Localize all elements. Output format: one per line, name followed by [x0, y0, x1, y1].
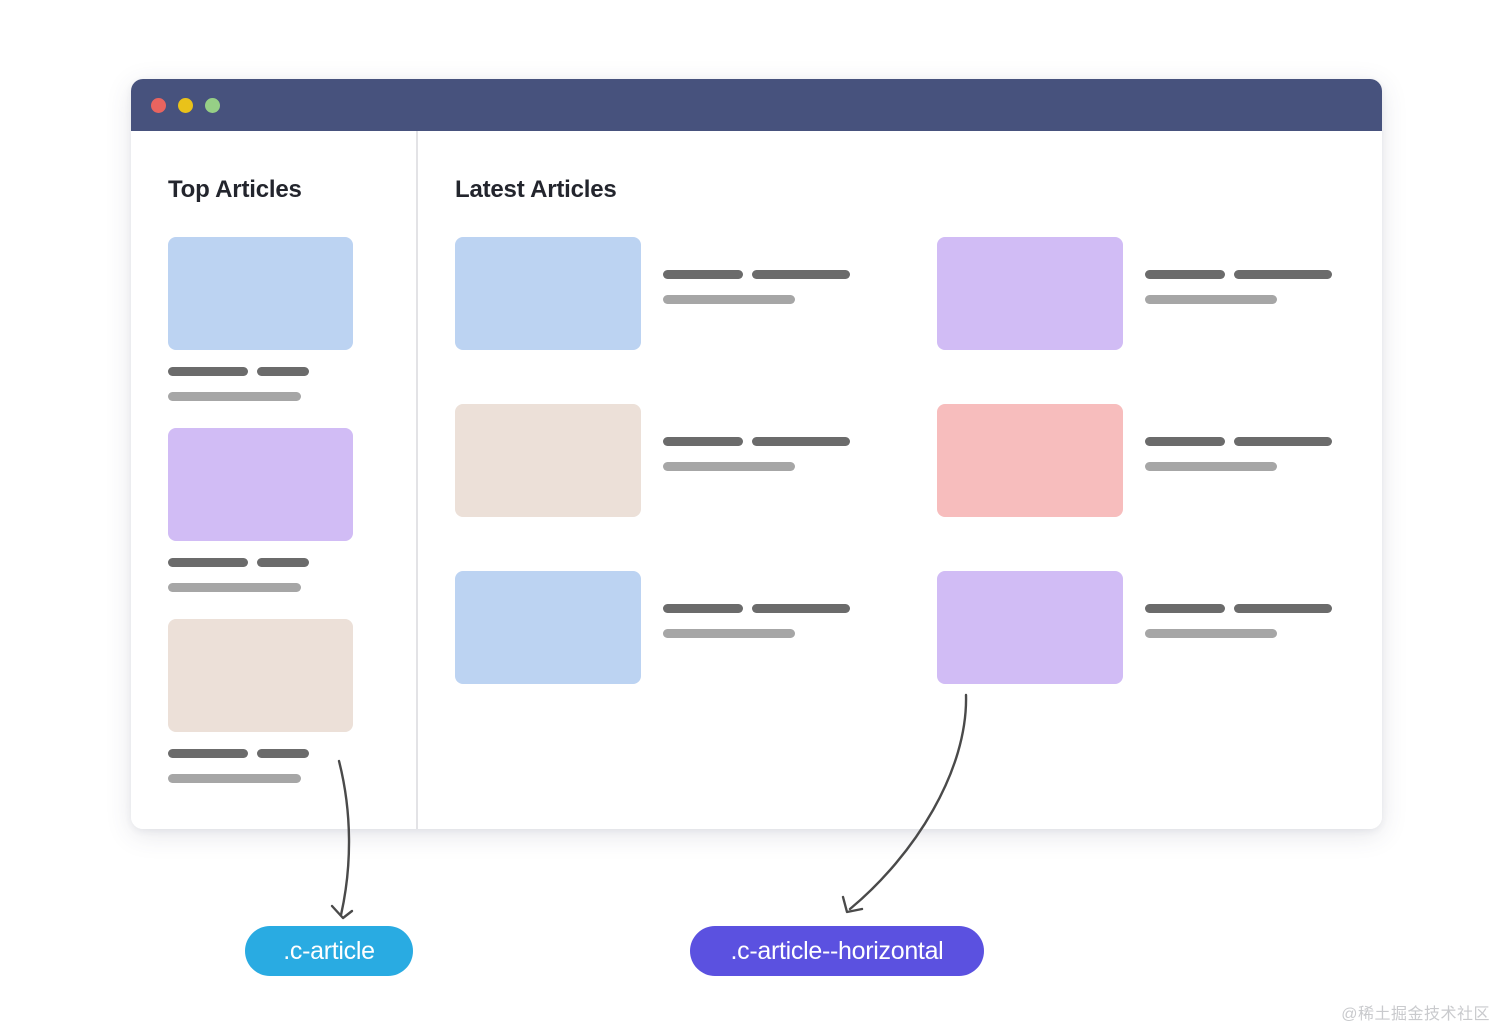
- article-thumbnail: [937, 571, 1123, 684]
- skeleton-line-row: [1145, 437, 1332, 446]
- skeleton-bar: [168, 392, 301, 401]
- skeleton-bar: [663, 462, 795, 471]
- skeleton-line-row: [663, 604, 850, 613]
- skeleton-bar: [257, 558, 309, 567]
- article-card-vertical[interactable]: [168, 428, 416, 592]
- article-card-vertical[interactable]: [168, 619, 416, 783]
- article-thumbnail: [455, 237, 641, 350]
- article-card-horizontal[interactable]: [937, 571, 1382, 684]
- skeleton-line-row: [1145, 270, 1332, 279]
- window-body: Top Articles: [131, 131, 1382, 829]
- skeleton-bar: [1145, 629, 1277, 638]
- skeleton-bar: [1234, 437, 1332, 446]
- article-thumbnail: [937, 237, 1123, 350]
- skeleton-bar: [752, 604, 850, 613]
- article-thumbnail: [168, 428, 353, 541]
- article-card-horizontal[interactable]: [455, 571, 937, 684]
- article-thumbnail: [937, 404, 1123, 517]
- article-card-horizontal[interactable]: [937, 404, 1382, 517]
- latest-articles-heading: Latest Articles: [455, 176, 617, 203]
- skeleton-bar: [257, 367, 309, 376]
- article-card-vertical[interactable]: [168, 237, 416, 401]
- article-text-skeleton: [663, 604, 850, 638]
- skeleton-bar: [663, 604, 743, 613]
- pill-c-article[interactable]: .c-article: [245, 926, 413, 976]
- arrow-head-horizontal: [841, 895, 864, 914]
- article-text-skeleton: [1145, 270, 1332, 304]
- pill-c-article-horizontal[interactable]: .c-article--horizontal: [690, 926, 984, 976]
- article-text-skeleton: [168, 558, 416, 592]
- article-text-skeleton: [1145, 604, 1332, 638]
- minimize-dot[interactable]: [178, 97, 193, 113]
- article-text-skeleton: [168, 749, 416, 783]
- article-card-horizontal[interactable]: [455, 404, 937, 517]
- article-card-horizontal[interactable]: [937, 237, 1382, 350]
- article-text-skeleton: [168, 367, 416, 401]
- article-thumbnail: [168, 237, 353, 350]
- top-articles-column: Top Articles: [131, 131, 418, 829]
- skeleton-bar: [257, 749, 309, 758]
- skeleton-bar: [168, 774, 301, 783]
- skeleton-bar: [1145, 604, 1225, 613]
- skeleton-bar: [168, 367, 248, 376]
- skeleton-bar: [1145, 437, 1225, 446]
- skeleton-bar: [1145, 270, 1225, 279]
- skeleton-bar: [752, 270, 850, 279]
- skeleton-bar: [168, 558, 248, 567]
- skeleton-bar: [1145, 295, 1277, 304]
- skeleton-line-row: [168, 558, 416, 567]
- article-thumbnail: [455, 571, 641, 684]
- article-thumbnail: [168, 619, 353, 732]
- skeleton-bar: [1234, 604, 1332, 613]
- skeleton-bar: [1145, 462, 1277, 471]
- skeleton-bar: [663, 295, 795, 304]
- skeleton-line-row: [663, 270, 850, 279]
- arrow-head-article: [330, 904, 354, 920]
- skeleton-bar: [168, 749, 248, 758]
- window-titlebar: [131, 79, 1382, 131]
- latest-articles-grid: [455, 237, 1382, 684]
- skeleton-line-row: [168, 367, 416, 376]
- skeleton-bar: [663, 437, 743, 446]
- skeleton-line-row: [1145, 604, 1332, 613]
- skeleton-bar: [1234, 270, 1332, 279]
- article-text-skeleton: [663, 270, 850, 304]
- top-articles-heading: Top Articles: [168, 176, 302, 203]
- skeleton-bar: [663, 629, 795, 638]
- close-dot[interactable]: [151, 97, 166, 113]
- maximize-dot[interactable]: [205, 97, 220, 113]
- watermark: @稀土掘金技术社区: [1341, 1006, 1490, 1023]
- latest-articles-column: Latest Articles: [418, 131, 1382, 829]
- article-card-horizontal[interactable]: [455, 237, 937, 350]
- skeleton-bar: [752, 437, 850, 446]
- skeleton-bar: [663, 270, 743, 279]
- article-text-skeleton: [1145, 437, 1332, 471]
- article-thumbnail: [455, 404, 641, 517]
- skeleton-line-row: [663, 437, 850, 446]
- browser-window-mock: Top Articles: [131, 79, 1382, 829]
- skeleton-bar: [168, 583, 301, 592]
- article-text-skeleton: [663, 437, 850, 471]
- skeleton-line-row: [168, 749, 416, 758]
